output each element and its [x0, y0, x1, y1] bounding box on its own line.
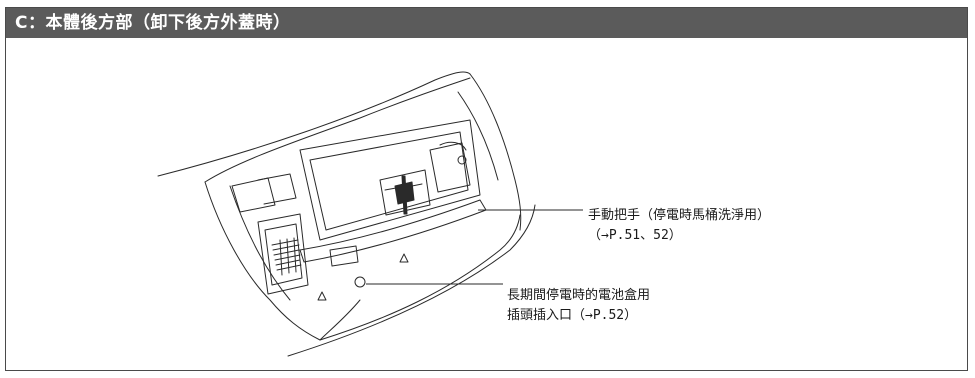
body-right-outline: [469, 73, 522, 231]
lid-outline: [157, 71, 471, 177]
manual-handle: [394, 175, 415, 215]
body-left-inner: [229, 185, 291, 301]
left-compartment: [257, 213, 309, 295]
plug-inlet-cover: [329, 245, 359, 267]
callout-manual-handle-line1: 手動把手（停電時馬桶洗淨用）: [588, 208, 771, 223]
vent-grille: [271, 237, 302, 276]
rear-panel-inner: [309, 131, 469, 231]
body-left-outline: [204, 181, 321, 341]
base-outline: [287, 204, 536, 357]
panel-rim: [299, 199, 487, 263]
callout-battery-plug-inlet-line1: 長期間停電時的電池盒用: [507, 288, 651, 303]
base-inner: [319, 214, 521, 341]
lid-top-edge: [204, 77, 471, 183]
rear-panel: [299, 119, 481, 241]
callout-battery-plug-inlet-line2: 插頭插入口（→P.52）: [507, 308, 638, 323]
callout-manual-handle-line2: （→P.51、52）: [588, 228, 682, 243]
section-frame: C：本體後方部（卸下後方外蓋時）: [5, 7, 968, 371]
callout-battery-plug-inlet: 長期間停電時的電池盒用 插頭插入口（→P.52）: [507, 286, 650, 326]
section-title: C：本體後方部（卸下後方外蓋時）: [15, 13, 291, 33]
left-top-box: [231, 177, 276, 213]
left-compartment-inner: [264, 223, 303, 286]
section-header: C：本體後方部（卸下後方外蓋時）: [6, 8, 967, 38]
handle-housing: [379, 169, 431, 216]
callout-manual-handle: 手動把手（停電時馬桶洗淨用） （→P.51、52）: [588, 206, 770, 246]
right-bracket: [429, 142, 471, 193]
body-right-inner: [457, 91, 499, 181]
plug-inlet-hole: [354, 276, 366, 288]
